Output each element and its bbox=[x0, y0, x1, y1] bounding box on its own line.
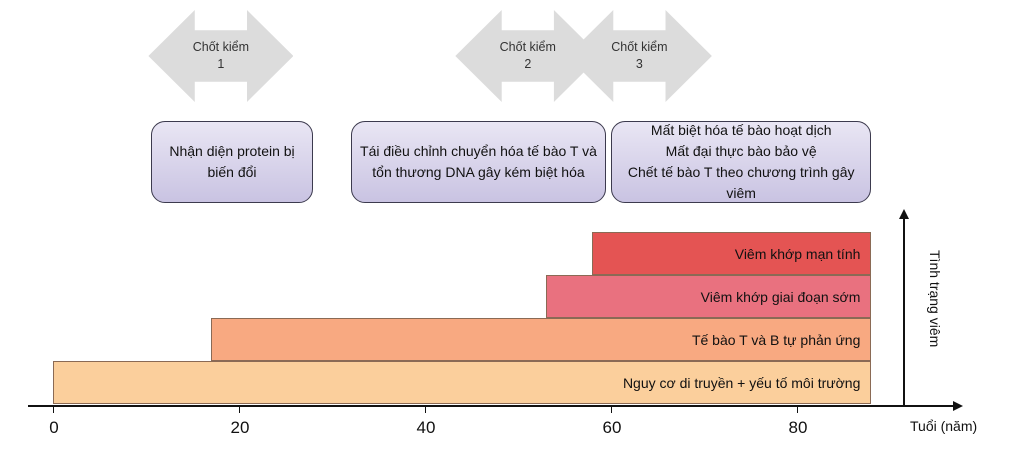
x-tick bbox=[425, 405, 426, 413]
x-tick-label: 60 bbox=[602, 418, 622, 437]
x-tick-label: 80 bbox=[788, 418, 808, 437]
x-tick bbox=[611, 405, 612, 413]
x-tick-label: 20 bbox=[230, 418, 250, 437]
checkpoint-label: Chốt kiểm 2 bbox=[499, 40, 556, 71]
x-axis-label: Tuổi (năm) bbox=[910, 418, 978, 434]
bar-1: Nguy cơ di truyền + yếu tố môi trường bbox=[53, 361, 872, 404]
y-axis-label: Tình trạng viêm bbox=[927, 250, 943, 348]
stage-box-2: Tái điều chỉnh chuyển hóa tế bào T và tổ… bbox=[350, 121, 607, 203]
x-tick bbox=[797, 405, 798, 413]
x-tick-label: 0 bbox=[49, 418, 59, 437]
bar-4: Viêm khớp mạn tính bbox=[592, 232, 872, 275]
checkpoint-arrow-1: Chốt kiểm 1 bbox=[148, 10, 294, 102]
checkpoint-arrow-3: Chốt kiểm 3 bbox=[566, 10, 712, 102]
x-tick bbox=[239, 405, 240, 413]
bar-2: Tế bào T và B tự phản ứng bbox=[211, 318, 872, 361]
stage-box-1: Nhận diện protein bị biến đổi bbox=[150, 121, 314, 203]
x-tick-label: 40 bbox=[416, 418, 436, 437]
bar-3: Viêm khớp giai đoạn sớm bbox=[545, 275, 872, 318]
checkpoint-label: Chốt kiểm 3 bbox=[611, 40, 668, 71]
x-axis-line bbox=[28, 405, 954, 407]
x-axis-arrowhead bbox=[953, 401, 963, 411]
x-tick bbox=[53, 405, 54, 413]
stage-box-3: Mất biệt hóa tế bào hoạt dịch Mất đại th… bbox=[611, 121, 872, 203]
y-axis-arrowhead bbox=[899, 209, 909, 219]
checkpoint-label: Chốt kiểm 1 bbox=[192, 40, 250, 71]
y-axis-line bbox=[903, 218, 905, 406]
